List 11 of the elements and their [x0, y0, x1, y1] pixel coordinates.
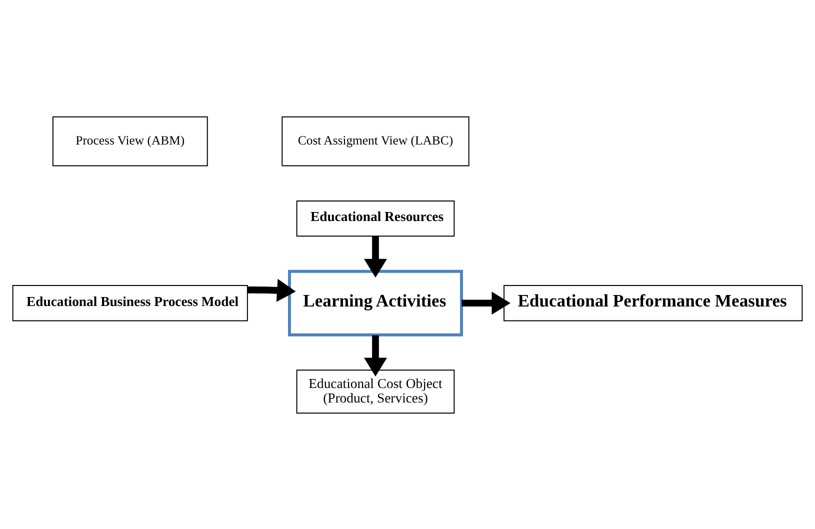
node-box: Educational Performance Measures	[504, 284, 803, 321]
node-box: Educational Cost Object (Product, Services)	[296, 369, 455, 414]
arrow	[364, 236, 387, 278]
node-box: Educational Business Process Model	[12, 284, 248, 321]
node-box: Cost Assigment View (LABC)	[282, 116, 470, 166]
node-box: Educational Resources	[296, 200, 455, 236]
arrow	[248, 278, 296, 302]
node-box: Learning Activities	[288, 269, 463, 336]
node-box: Process View (ABM)	[52, 116, 208, 166]
arrow	[364, 334, 387, 376]
arrow	[462, 291, 510, 314]
